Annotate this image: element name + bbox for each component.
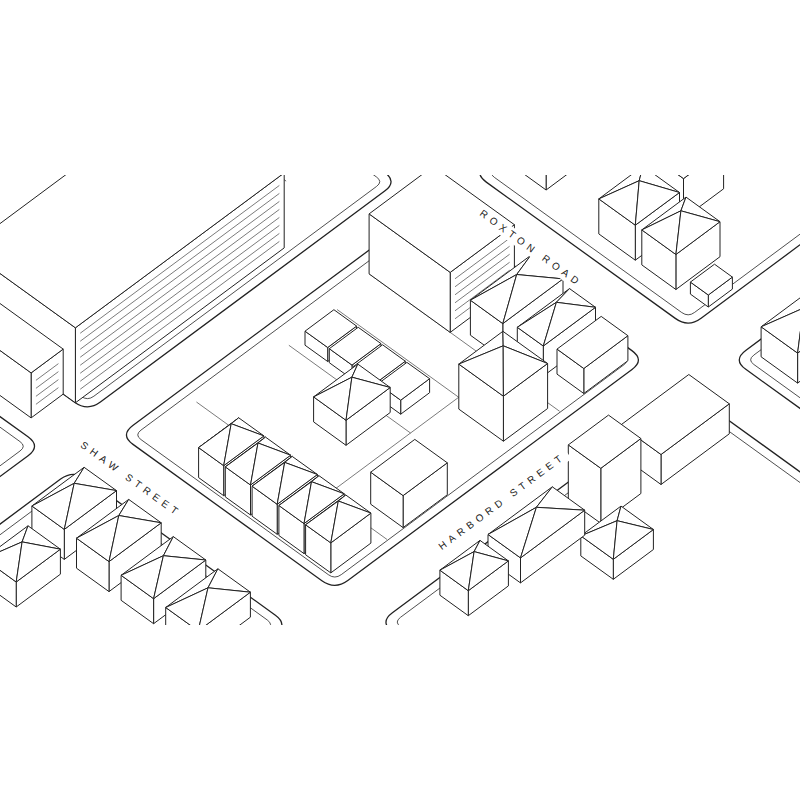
roof-face <box>468 552 508 591</box>
roof-face <box>521 507 585 558</box>
roof-face <box>581 521 617 560</box>
roof-face <box>557 316 628 368</box>
roof-face <box>690 264 732 295</box>
curb-line <box>386 397 800 625</box>
street-label-holder: ROXTON ROAD <box>473 201 590 293</box>
roof-face <box>0 291 63 373</box>
street-label-holder: SHAW STREET <box>75 433 190 523</box>
building <box>0 291 63 418</box>
roof-face <box>761 308 800 353</box>
roof-face <box>568 415 641 468</box>
building <box>0 526 60 607</box>
window-band <box>80 193 279 341</box>
window-band <box>455 238 510 279</box>
window-band <box>36 388 58 405</box>
roof-face <box>0 175 284 328</box>
building <box>306 495 371 573</box>
roof-face <box>459 346 504 396</box>
roof-face <box>314 377 352 420</box>
building <box>581 506 654 579</box>
roof-face <box>599 181 639 226</box>
window-band <box>80 233 279 381</box>
street-label-holder: HARBORD STREET <box>430 444 572 556</box>
buildings <box>0 175 800 625</box>
roof-face <box>331 501 371 543</box>
roof-face <box>16 542 60 582</box>
roof-face <box>536 487 584 510</box>
street-label: ROXTON ROAD <box>473 204 588 292</box>
street-label: SHAW STREET <box>75 436 188 523</box>
axonometric-scene <box>0 175 800 625</box>
building <box>314 364 391 445</box>
roof-face <box>503 346 547 396</box>
wall-face <box>546 175 578 190</box>
roof-face <box>642 211 681 255</box>
roof-face <box>798 308 800 353</box>
building <box>166 569 251 625</box>
window-band <box>36 364 58 381</box>
building <box>557 316 628 393</box>
roof-face <box>676 211 720 255</box>
roof-face <box>651 175 724 179</box>
building <box>690 264 732 307</box>
window-band <box>80 241 279 389</box>
street-label: HARBORD STREET <box>432 448 571 557</box>
roof-face <box>346 377 390 420</box>
building <box>440 540 509 615</box>
roof-face <box>198 588 250 625</box>
roof-face <box>371 439 448 495</box>
window-band <box>80 209 279 357</box>
window-band <box>80 185 279 333</box>
roof-face <box>613 521 653 560</box>
window-band <box>80 201 279 349</box>
window-band <box>36 372 58 389</box>
lot-line <box>397 405 800 625</box>
window-band <box>80 225 279 373</box>
building <box>518 175 579 190</box>
city-blocks <box>0 175 800 625</box>
window-band <box>80 217 279 365</box>
lot-line <box>751 175 800 625</box>
window-band <box>36 380 58 397</box>
building <box>761 291 800 383</box>
curb-line <box>739 175 800 625</box>
building <box>371 439 448 527</box>
building <box>459 331 548 441</box>
wall-face <box>518 175 546 190</box>
